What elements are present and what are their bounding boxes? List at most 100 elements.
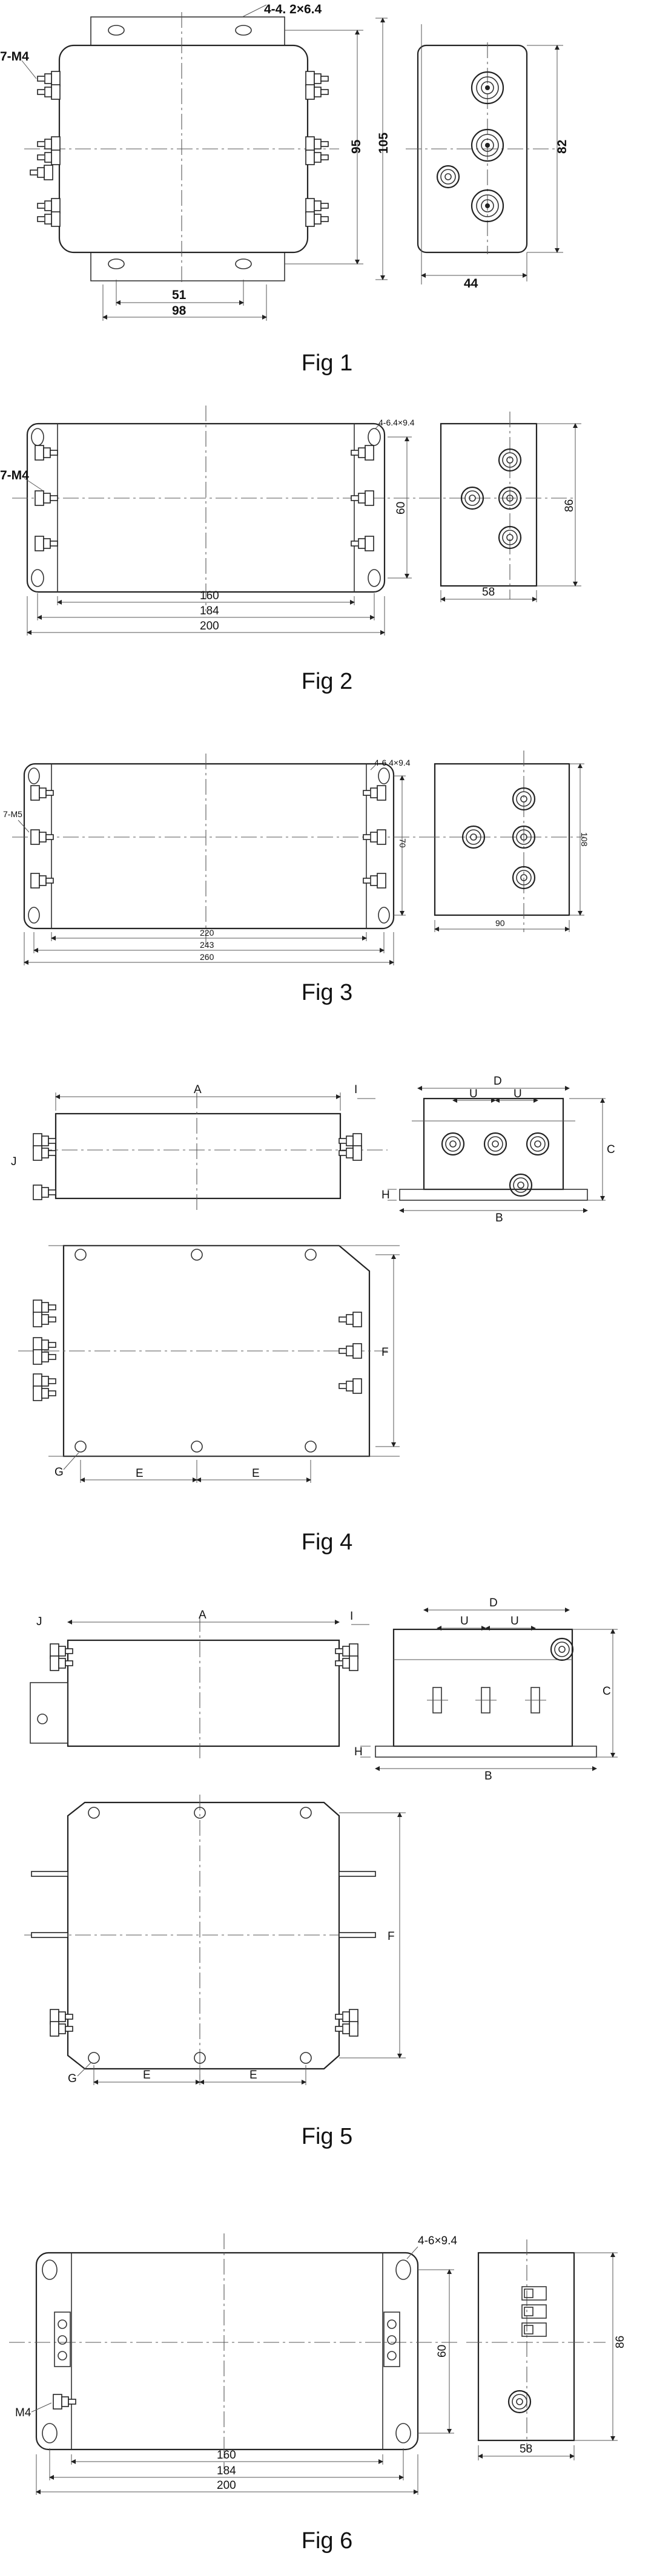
dim-90: 90 [495, 918, 505, 928]
mounting-hole [31, 569, 44, 587]
dim-U: U [510, 1615, 519, 1628]
dim-160: 160 [200, 590, 219, 602]
hole-label: 4-4. 2×6.4 [264, 2, 322, 16]
dim-B: B [495, 1212, 503, 1224]
dim-I: I [354, 1083, 357, 1096]
mounting-hole [108, 25, 125, 36]
mounting-hole [395, 2423, 411, 2443]
mounting-hole [42, 2259, 58, 2280]
dim-H: H [382, 1189, 390, 1201]
dim-G: G [54, 1466, 64, 1479]
dim-G: G [68, 2072, 77, 2085]
mounting-hole [28, 767, 40, 784]
mounting-hole [368, 569, 381, 587]
figure-caption: Fig 5 [302, 2124, 352, 2149]
plan-view [67, 1801, 340, 2070]
dim-F: F [388, 1930, 395, 1943]
dim-98: 98 [172, 304, 187, 318]
dim-D: D [494, 1075, 502, 1088]
figure-caption: Fig 4 [302, 1530, 352, 1555]
figure-3: 7-M5 4-6.4×9.4 220 243 260 70 108 90 Fig [3, 751, 589, 1005]
figure-5: A I J D U U C H B [24, 1597, 618, 2149]
dim-A: A [199, 1609, 206, 1622]
dim-184: 184 [200, 605, 219, 617]
dim-60: 60 [395, 502, 408, 514]
dim-B: B [484, 1770, 492, 1782]
dim-A: A [194, 1083, 202, 1096]
hole-label: 4-6.4×9.4 [378, 418, 415, 427]
dim-220: 220 [200, 928, 214, 938]
mounting-hole [28, 907, 40, 924]
dim-J: J [11, 1155, 17, 1168]
dim-160: 160 [217, 2449, 236, 2462]
mounting-hole [42, 2423, 58, 2443]
filter-body [54, 1112, 342, 1200]
terminal-block [521, 2286, 547, 2337]
dim-D: D [489, 1597, 498, 1609]
terminal-block [427, 1687, 546, 1714]
dim-86: 86 [563, 499, 576, 512]
screw-label: 7-M4 [0, 468, 29, 482]
side-view [440, 422, 538, 587]
screw-label: M4 [15, 2407, 31, 2419]
filter-body [23, 763, 395, 930]
base-plate [399, 1189, 588, 1201]
mounting-hole [88, 1807, 312, 2064]
dim-70: 70 [398, 838, 408, 848]
dim-U: U [514, 1088, 522, 1100]
dim-C: C [603, 1685, 611, 1698]
dim-C: C [607, 1143, 615, 1156]
figure-caption: Fig 6 [302, 2528, 352, 2554]
dim-H: H [354, 1746, 363, 1758]
dim-58: 58 [520, 2443, 532, 2456]
side-view [477, 2252, 575, 2442]
screw-label: 7-M4 [0, 50, 29, 64]
figure-caption: Fig 2 [302, 669, 352, 694]
bottom-flange [90, 249, 285, 281]
dim-E: E [249, 2069, 257, 2082]
dim-260: 260 [200, 952, 214, 962]
side-view [423, 1097, 564, 1191]
mounting-hole [235, 25, 252, 36]
figure-caption: Fig 3 [302, 980, 352, 1005]
dim-200: 200 [200, 620, 219, 632]
mounting-hole [378, 907, 390, 924]
top-flange [90, 16, 285, 48]
filter-body [35, 2252, 419, 2451]
figure-caption: Fig 1 [302, 350, 352, 376]
mounting-hole [378, 767, 390, 784]
figure-1: 7-M4 4-4. 2×6.4 51 98 95 105 82 44 [0, 2, 569, 376]
terminal [31, 1871, 376, 2037]
dim-U: U [460, 1615, 469, 1628]
figure-6: M4 4-6×9.4 160 184 200 60 86 58 [9, 2233, 627, 2554]
screw-label: 7-M5 [3, 809, 22, 819]
dim-105: 105 [377, 133, 391, 154]
dim-44: 44 [464, 277, 478, 291]
filter-body [67, 1639, 340, 1747]
dim-60: 60 [436, 2345, 449, 2358]
mounting-hole [235, 258, 252, 269]
dim-184: 184 [217, 2465, 236, 2477]
mounting-hole [108, 258, 125, 269]
hole-label: 4-6×9.4 [418, 2235, 457, 2247]
dim-82: 82 [555, 140, 569, 154]
dim-E: E [143, 2069, 151, 2082]
dim-243: 243 [200, 940, 214, 950]
mounting-hole [74, 1249, 317, 1453]
figure-4: A I J D U U C H B [11, 1075, 615, 1555]
dim-E: E [136, 1467, 144, 1480]
dim-J: J [36, 1615, 42, 1628]
dim-51: 51 [172, 288, 187, 302]
dim-200: 200 [217, 2479, 236, 2492]
mounting-hole [395, 2259, 411, 2280]
mounting-hole [368, 428, 381, 446]
dim-58: 58 [482, 586, 495, 599]
dim-E: E [252, 1467, 260, 1480]
dim-U: U [469, 1088, 478, 1100]
side-view [434, 763, 570, 916]
dim-F: F [382, 1346, 389, 1359]
figure-2: 7-M4 4-6.4×9.4 160 184 200 60 86 58 Fig [0, 406, 581, 694]
terminal-block [54, 2312, 400, 2367]
hole-label: 4-6.4×9.4 [374, 758, 411, 767]
dim-95: 95 [349, 139, 363, 154]
